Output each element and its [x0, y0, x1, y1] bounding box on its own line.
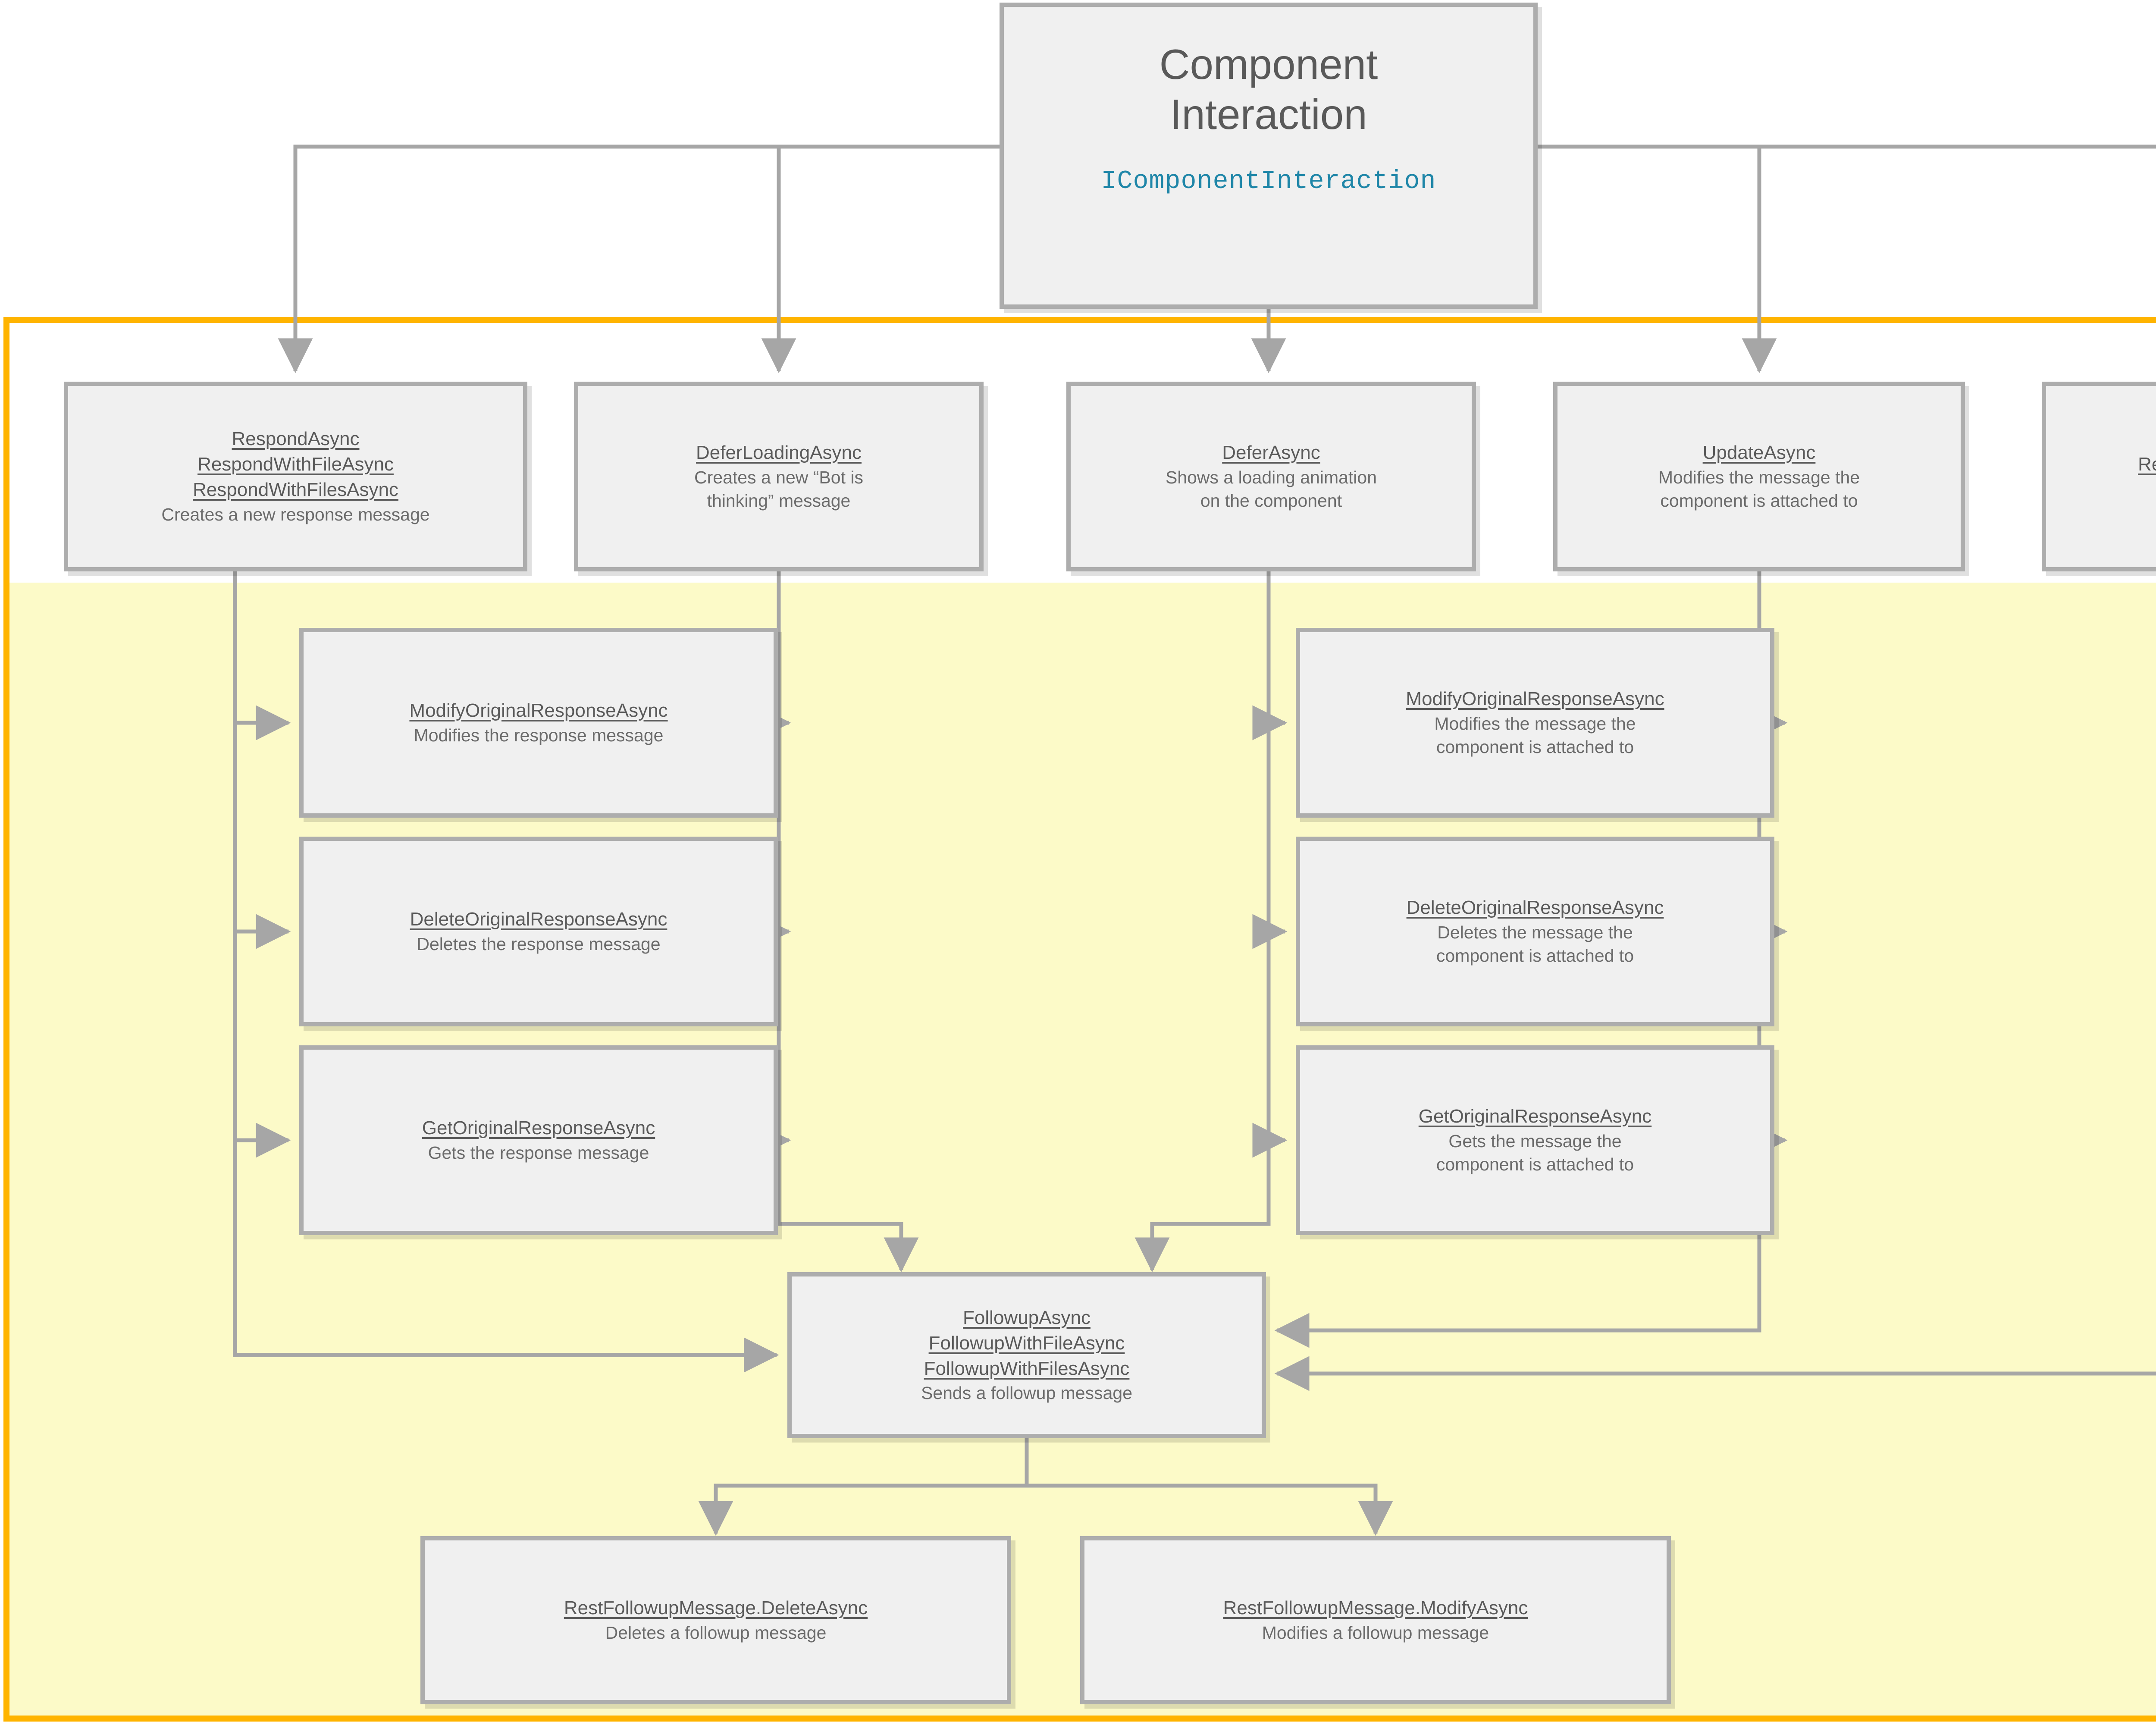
method-description: Gets the message the component is attach…	[1436, 1131, 1634, 1175]
node-modify-original-response-async-middle[interactable]: ModifyOriginalResponseAsync Modifies the…	[1296, 628, 1774, 818]
method-name: RestFollowupMessage.ModifyAsync	[1223, 1597, 1528, 1619]
node-rest-followup-message-modify-async[interactable]: RestFollowupMessage.ModifyAsync Modifies…	[1080, 1536, 1671, 1704]
method-name: RespondWithModalAsync	[2138, 454, 2156, 475]
method-description: Sends a followup message	[921, 1383, 1133, 1403]
root-fanout-arrows	[278, 144, 2156, 373]
node-rest-followup-message-delete-async[interactable]: RestFollowupMessage.DeleteAsync Deletes …	[420, 1536, 1011, 1704]
method-name: ModifyOriginalResponseAsync	[409, 700, 668, 721]
method-name: GetOriginalResponseAsync	[422, 1117, 655, 1139]
method-description: Modifies the message the component is at…	[1658, 467, 1860, 511]
method-name: FollowupWithFileAsync	[928, 1332, 1125, 1354]
node-followup-async[interactable]: FollowupAsync FollowupWithFileAsync Foll…	[787, 1272, 1266, 1438]
root-interface-name: IComponentInteraction	[1101, 167, 1436, 197]
method-name: FollowupWithFilesAsync	[924, 1358, 1130, 1379]
method-description: Creates a new “Bot is thinking” message	[694, 467, 863, 511]
method-description: Creates a new response message	[161, 504, 430, 524]
method-name: RespondAsync	[232, 428, 360, 450]
method-description: Gets the response message	[428, 1143, 649, 1163]
modal-to-followup-arrow	[1274, 1356, 2156, 1391]
node-respond-with-modal-async[interactable]: RespondWithModalAsync Responds with a mo…	[2042, 382, 2156, 571]
node-defer-loading-async[interactable]: DeferLoadingAsync Creates a new “Bot is …	[574, 382, 984, 571]
method-description: Modifies a followup message	[1262, 1623, 1489, 1643]
defer-to-middle-column-arrows	[1134, 571, 1288, 1273]
method-name: RestFollowupMessage.DeleteAsync	[564, 1597, 868, 1619]
node-get-original-response-async-middle[interactable]: GetOriginalResponseAsync Gets the messag…	[1296, 1045, 1774, 1235]
method-description: Shows a loading animation on the compone…	[1165, 467, 1377, 511]
node-modify-original-response-async-left[interactable]: ModifyOriginalResponseAsync Modifies the…	[299, 628, 778, 818]
root-title-line1: Component	[1159, 41, 1378, 88]
node-get-original-response-async-left[interactable]: GetOriginalResponseAsync Gets the respon…	[299, 1045, 778, 1235]
method-description: Deletes a followup message	[605, 1623, 827, 1643]
deferloading-return-arrows	[756, 571, 919, 1273]
method-name: FollowupAsync	[963, 1307, 1091, 1328]
method-description: Deletes the message the component is att…	[1436, 922, 1634, 966]
method-description: Modifies the message the component is at…	[1434, 713, 1636, 757]
method-name: RespondWithFileAsync	[197, 454, 394, 475]
node-respond-async[interactable]: RespondAsync RespondWithFileAsync Respon…	[64, 382, 527, 571]
method-description: Responds with a modal	[2155, 477, 2156, 501]
followup-to-rest-arrows	[698, 1438, 1393, 1536]
method-name: UpdateAsync	[1702, 442, 1816, 463]
method-name: DeleteOriginalResponseAsync	[410, 909, 667, 930]
method-description: Deletes the response message	[417, 934, 661, 954]
method-name: DeferAsync	[1222, 442, 1320, 463]
method-name: ModifyOriginalResponseAsync	[1406, 688, 1664, 709]
root-node-component-interaction[interactable]: Component Interaction IComponentInteract…	[1000, 3, 1538, 309]
method-name: GetOriginalResponseAsync	[1418, 1105, 1652, 1127]
respond-to-left-column-arrows	[233, 571, 779, 1373]
node-defer-async[interactable]: DeferAsync Shows a loading animation on …	[1066, 382, 1476, 571]
node-delete-original-response-async-middle[interactable]: DeleteOriginalResponseAsync Deletes the …	[1296, 837, 1774, 1026]
method-description: Modifies the response message	[414, 725, 664, 745]
method-name: RespondWithFilesAsync	[193, 479, 398, 500]
node-delete-original-response-async-left[interactable]: DeleteOriginalResponseAsync Deletes the …	[299, 837, 778, 1026]
node-update-async[interactable]: UpdateAsync Modifies the message the com…	[1553, 382, 1965, 571]
method-name: DeferLoadingAsync	[696, 442, 862, 463]
root-title-line2: Interaction	[1170, 90, 1367, 138]
method-name: DeleteOriginalResponseAsync	[1406, 897, 1664, 918]
